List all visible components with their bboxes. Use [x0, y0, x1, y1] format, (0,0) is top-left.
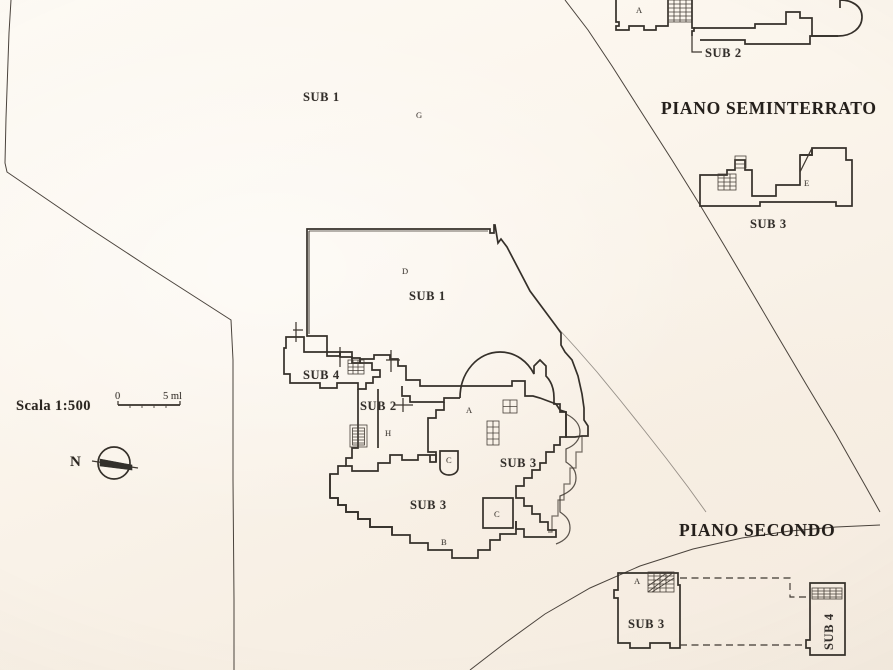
stair-symbol-secondo	[647, 571, 675, 593]
north-label: N	[70, 454, 81, 470]
scale-label: Scala 1:500	[16, 398, 91, 414]
label-sub4-secondo: SUB 4	[822, 613, 836, 650]
label-sub3-right: SUB 3	[500, 456, 537, 470]
building-sub1-upper	[306, 224, 589, 438]
connector-dashed-top	[680, 577, 806, 598]
property-boundary-east	[564, 0, 881, 513]
label-sub4-building: SUB 4	[303, 368, 340, 382]
label-room-a-seminterrato: A	[636, 5, 643, 15]
label-room-b: B	[441, 537, 448, 547]
label-sub3-detached: SUB 3	[750, 217, 787, 231]
label-room-a-main: A	[466, 405, 473, 415]
stair-symbol-sub4	[347, 359, 365, 375]
building-sub3-left-b	[329, 474, 517, 559]
label-room-c-niche: C	[446, 455, 453, 465]
label-room-e: E	[804, 178, 810, 188]
label-sub1-building: SUB 1	[409, 289, 446, 303]
plan-secondo	[613, 571, 846, 656]
plan-seminterrato	[615, 0, 863, 53]
scale-bar	[117, 401, 181, 408]
property-boundary-west	[4, 0, 235, 670]
parcel-line-inner	[555, 325, 707, 513]
plan-sub3-detached	[699, 147, 853, 207]
title-piano-seminterrato: PIANO SEMINTERRATO	[661, 98, 877, 118]
scale-bar-start: 0	[115, 391, 121, 402]
label-room-a-secondo: A	[634, 576, 641, 586]
label-room-c-square: C	[494, 509, 501, 519]
stair-symbol-sub3-detached	[717, 173, 737, 191]
label-sub1-site: SUB 1	[303, 90, 340, 104]
stair-symbol-sub4-secondo	[811, 587, 843, 600]
label-sub2-building: SUB 2	[360, 399, 397, 413]
north-arrow	[91, 446, 139, 480]
window-grid-symbol-1	[502, 399, 518, 414]
window-grid-symbol-2	[486, 420, 500, 446]
title-piano-secondo: PIANO SECONDO	[679, 520, 836, 540]
label-sub3-secondo: SUB 3	[628, 617, 665, 631]
scale-bar-end: 5 ml	[163, 391, 182, 402]
label-room-g: G	[416, 110, 423, 120]
label-room-d: D	[402, 266, 409, 276]
label-room-h: H	[385, 428, 392, 438]
building-outer-contour-east	[548, 413, 589, 545]
label-sub2-seminterrato: SUB 2	[705, 46, 742, 60]
stair-symbol-seminterrato	[667, 0, 693, 23]
label-sub3-left: SUB 3	[410, 498, 447, 512]
